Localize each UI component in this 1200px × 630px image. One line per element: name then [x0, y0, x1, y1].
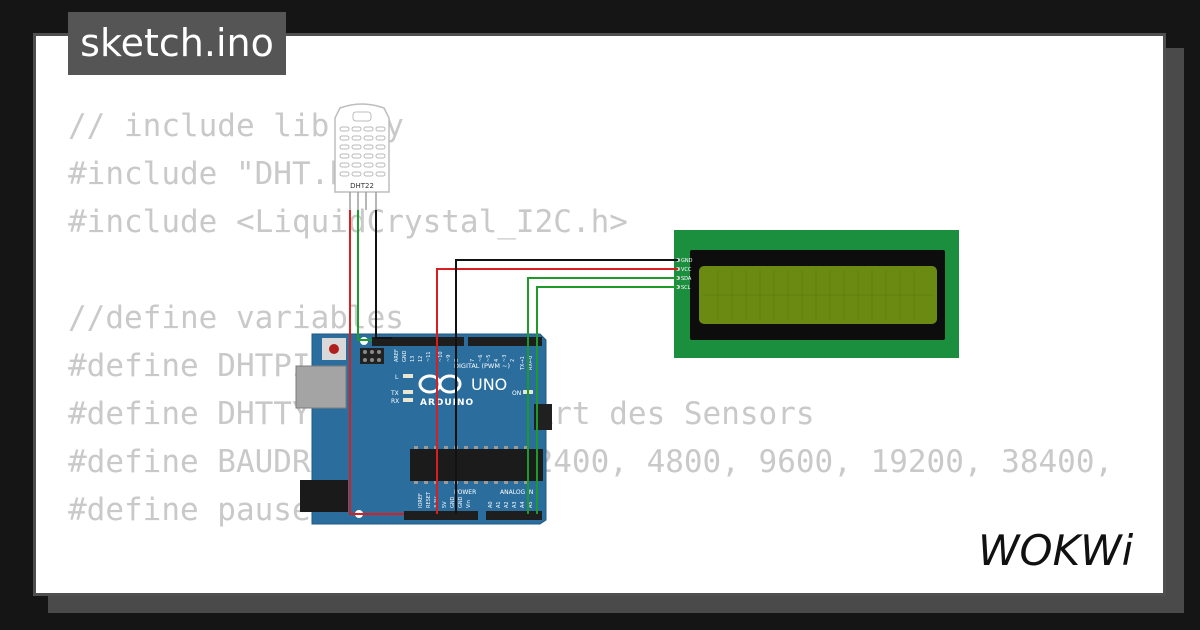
pin-label: RESET: [426, 491, 432, 508]
pin-label: IOREF: [418, 493, 424, 508]
led-label: ON: [512, 390, 521, 397]
pin-label: 2: [510, 359, 516, 362]
board-brand: ARDUINO: [420, 398, 474, 408]
lcd-pin-label: GND: [681, 258, 693, 264]
pin-label: ~3: [502, 355, 508, 362]
wire-sensor-data: [357, 210, 372, 341]
lcd-char-grid: [703, 270, 933, 320]
arduino-logo: [418, 374, 462, 394]
lcd-pin-label: SCL: [681, 285, 691, 291]
analog-pin-labels: A0 A1 A2 A3 A4 A5: [488, 501, 534, 508]
analog-header: [486, 511, 542, 520]
pin-label: Vin: [466, 500, 472, 508]
pin-label: TX→1: [520, 356, 526, 371]
pin-label: RX←0: [528, 356, 534, 370]
analog-header-label: ANALOG IN: [500, 489, 533, 496]
wokwi-logo[interactable]: WOKWi: [976, 523, 1154, 575]
wires: [349, 210, 678, 515]
pin-label: ~11: [426, 351, 432, 362]
pin-label: GND: [450, 496, 456, 508]
digital-header-label: DIGITAL (PWM ~): [454, 362, 510, 370]
lcd-pin-label: SDA: [681, 276, 692, 282]
sensor-legs: [349, 192, 377, 210]
usb-port: [295, 365, 347, 409]
preview-card: // include library#include "DHT.h"#inclu…: [33, 33, 1166, 596]
pin-label: ~6: [478, 355, 484, 362]
pin-label: GND: [458, 496, 464, 508]
sensor-body: [334, 103, 390, 193]
pin-label: ~5: [486, 355, 492, 362]
wire-lcd-gnd: [455, 259, 678, 514]
sensor-grille: [339, 126, 386, 177]
file-tab[interactable]: sketch.ino: [68, 12, 286, 75]
sensor-mount-slot: [352, 111, 372, 122]
icsp-header: [360, 348, 384, 364]
wokwi-logo-text: WOKWi: [978, 526, 1134, 575]
wire-sensor-gnd: [375, 210, 392, 339]
code-line: #include <LiquidCrystal_I2C.h>: [68, 204, 628, 240]
pin-label: GND: [402, 350, 408, 362]
pin-label: ~10: [438, 351, 444, 362]
reset-button-cap: [329, 344, 339, 354]
icsp2-header: [534, 404, 552, 430]
wire-lcd-vcc: [436, 268, 678, 514]
pin-label: A4: [520, 501, 526, 508]
led-label: L: [395, 374, 399, 381]
wire-lcd-scl: [536, 286, 678, 514]
power-header: [404, 511, 478, 520]
pin-label: ~9: [446, 355, 452, 362]
pin-label: AREF: [394, 349, 400, 362]
code-line: // INIT VARIABLES: [68, 582, 1113, 593]
pin-label: 4: [494, 359, 500, 362]
pin-label: 13: [410, 356, 416, 362]
pin-label: 5V: [442, 501, 448, 508]
digital-header-right: [468, 337, 542, 346]
pin-label: A0: [488, 501, 494, 508]
pin-label: A1: [496, 501, 502, 508]
pin-label: A2: [504, 501, 510, 508]
wire-sensor-vcc: [349, 210, 404, 515]
dht22-sensor[interactable]: DHT22: [334, 103, 390, 210]
sensor-label: DHT22: [350, 182, 374, 190]
arduino-uno-board[interactable]: AREF GND 13 12 ~11 ~10 ~9 8 7 ~6 ~5 4 ~3…: [295, 333, 552, 525]
pin-label: A5: [528, 501, 534, 508]
pin-label: 7: [470, 359, 476, 362]
digital-header-left: [372, 337, 464, 346]
power-jack: [300, 480, 348, 512]
pin-label: 12: [418, 356, 424, 362]
wire-lcd-sda: [527, 277, 678, 514]
lcd-pin-label: VCC: [681, 267, 692, 273]
atmega-chip: [410, 449, 543, 481]
board-model: UNO: [471, 375, 507, 394]
led-label: TX: [390, 390, 399, 397]
pin-label: A3: [512, 501, 518, 508]
power-header-label: POWER: [454, 489, 476, 496]
lcd-display[interactable]: GND VCC SDA SCL: [674, 230, 959, 358]
led-label: RX: [391, 398, 399, 405]
